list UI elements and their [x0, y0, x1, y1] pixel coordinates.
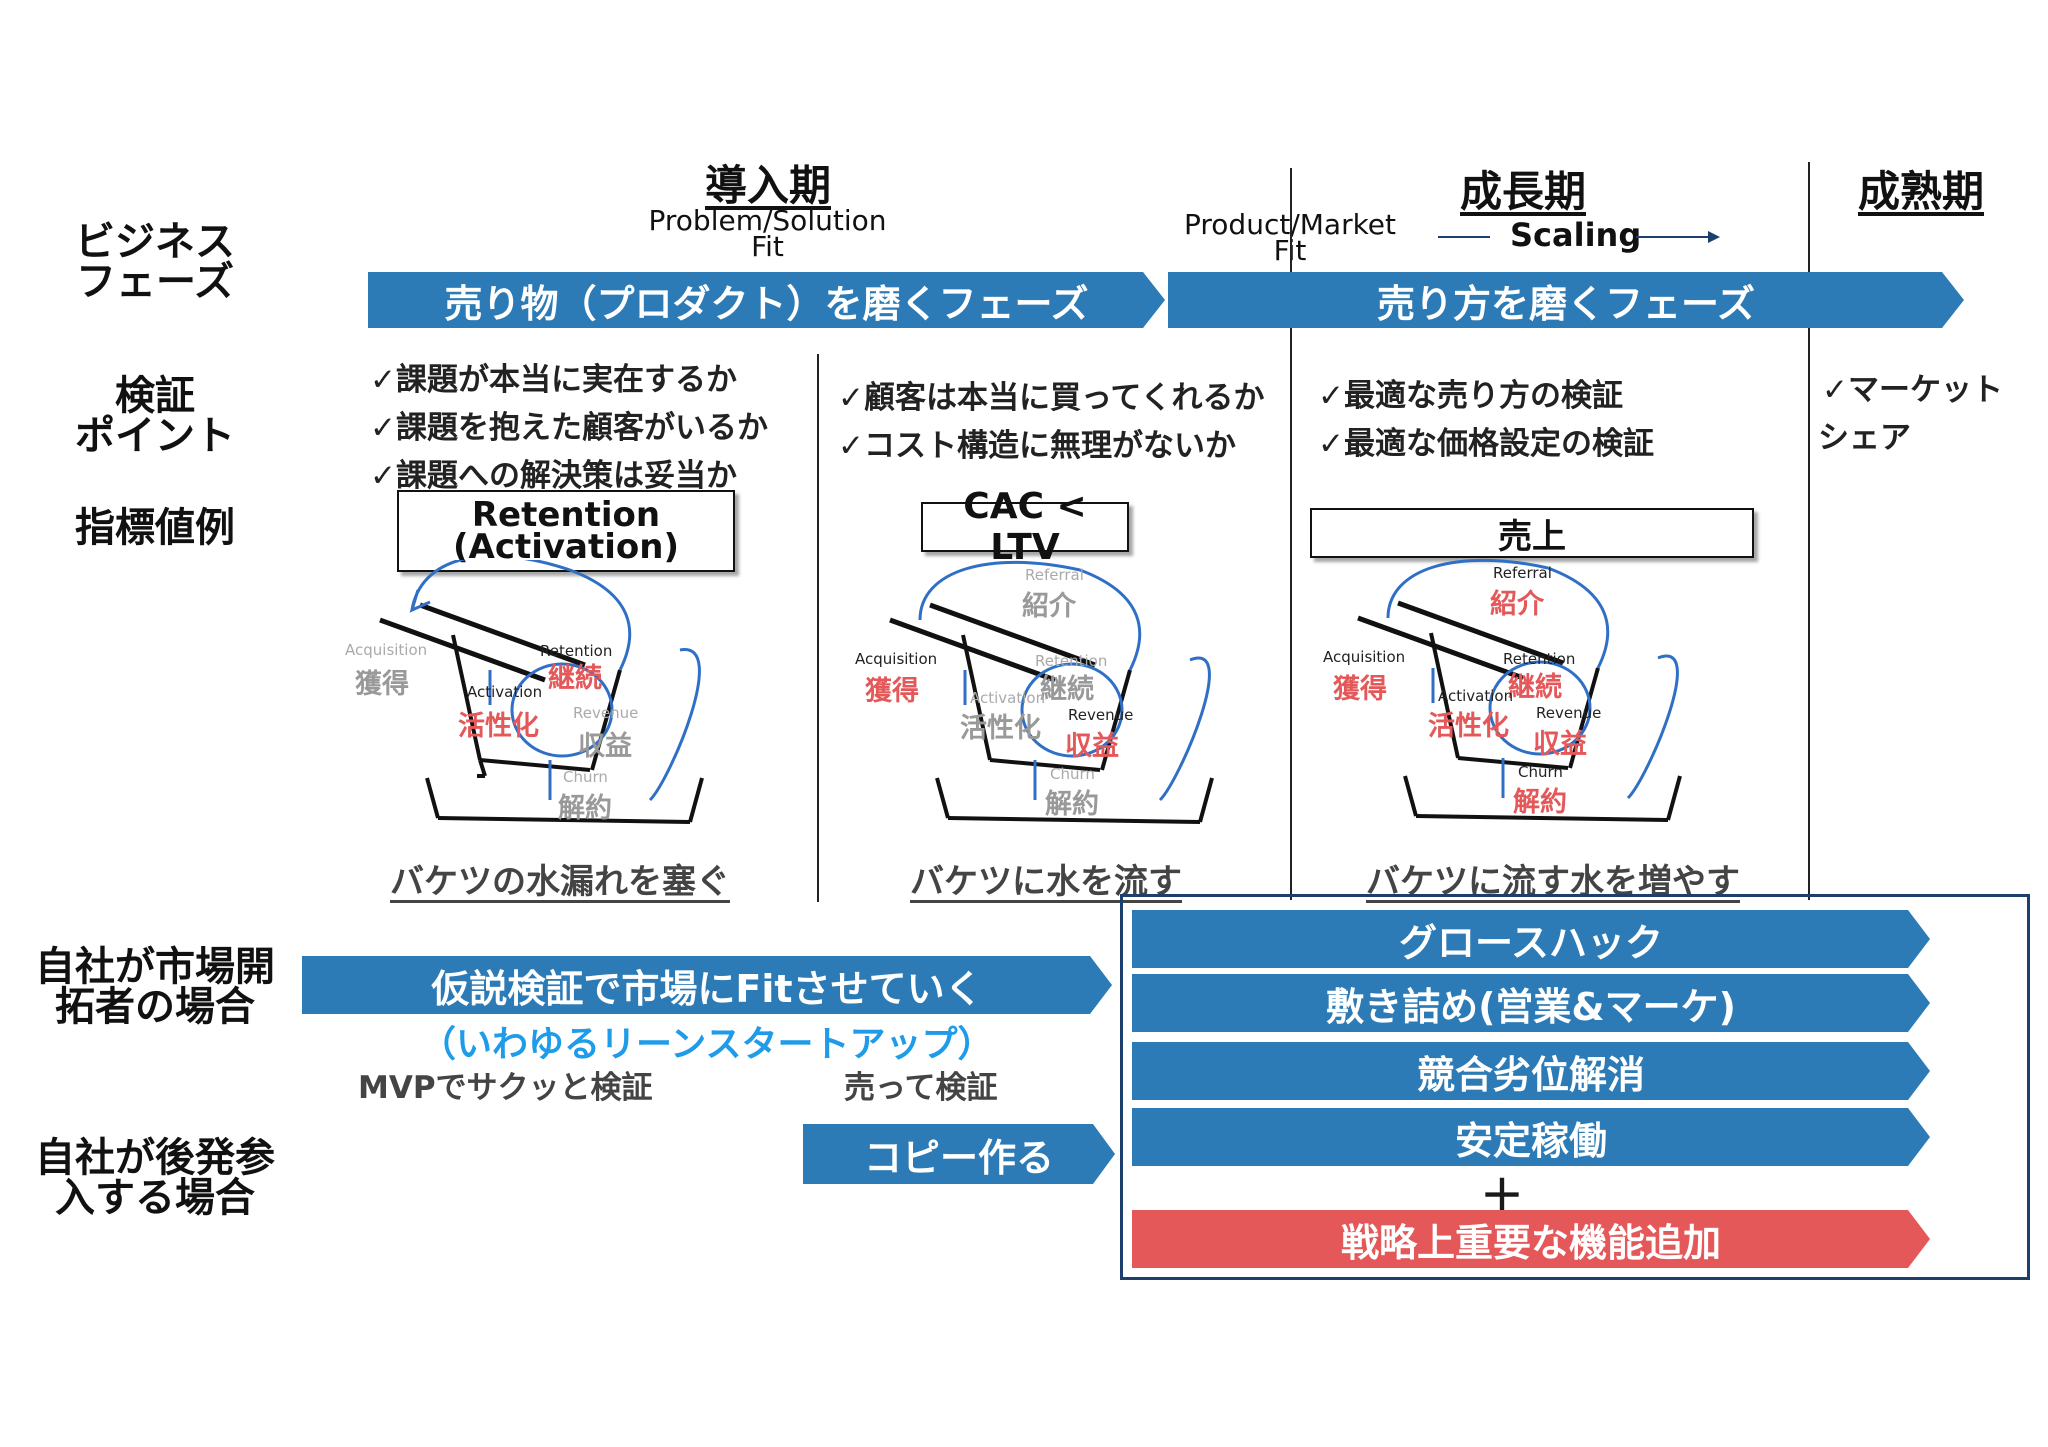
scaling-arrow — [1636, 231, 1720, 243]
b1-activation-en: Activation — [467, 683, 542, 701]
action-growth-hack: グロースハック — [1132, 910, 1930, 968]
check-col2-1: ✓顧客は本当に買ってくれるか — [838, 380, 1265, 416]
scaling-label: Scaling — [1510, 216, 1642, 254]
b3-churn-en: Churn — [1518, 763, 1563, 781]
bucket-diagram-3: Referral 紹介 Acquisition 獲得 Retention 継続 … — [1308, 558, 1708, 852]
b3-retention-en: Retention — [1503, 650, 1575, 668]
b3-revenue-jp: 収益 — [1533, 729, 1587, 760]
b2-referral-jp: 紹介 — [1022, 590, 1077, 622]
follower-arrow-copy: コピー作る — [803, 1124, 1115, 1184]
action-competitive-gap: 競合劣位解消 — [1132, 1042, 1930, 1100]
phase-mature-title: 成熟期 — [1858, 167, 1985, 216]
check-col2-2: ✓コスト構造に無理がないか — [838, 428, 1236, 464]
b3-retention-jp: 継続 — [1508, 671, 1562, 703]
check-col1-1: ✓課題が本当に実在するか — [370, 362, 737, 398]
growth-actions-frame — [1120, 894, 2030, 1280]
metric-box-sales: 売上 — [1310, 508, 1754, 558]
row-label-verification: 検証 ポイント — [75, 373, 235, 459]
check-col4-1: ✓マーケット — [1822, 372, 2003, 408]
b2-activation-en: Activation — [970, 689, 1045, 707]
b2-revenue-en: Revenue — [1068, 706, 1133, 724]
b2-churn-jp: 解約 — [1045, 788, 1099, 820]
b1-acquisition-jp: 獲得 — [355, 669, 409, 700]
action-blanket-coverage: 敷き詰め(営業&マーケ) — [1132, 974, 1930, 1032]
b2-retention-jp: 継続 — [1040, 673, 1094, 705]
b2-referral-en: Referral — [1025, 566, 1084, 584]
b3-activation-en: Activation — [1438, 687, 1513, 705]
pioneer-note-sell: 売って検証 — [844, 1070, 998, 1106]
b1-revenue-en: Revenue — [573, 704, 638, 722]
divider-pmf — [1290, 168, 1292, 900]
b2-acquisition-jp: 獲得 — [865, 676, 919, 707]
b2-retention-en: Retention — [1035, 652, 1107, 670]
b3-churn-jp: 解約 — [1513, 786, 1567, 818]
b2-activation-jp: 活性化 — [960, 713, 1041, 744]
divider-col1-col2 — [817, 354, 819, 902]
pioneer-subtitle: （いわゆるリーンスタートアップ） — [420, 1024, 994, 1065]
b2-revenue-jp: 収益 — [1065, 731, 1119, 762]
row-label-follower: 自社が後発参 入する場合 — [35, 1135, 275, 1221]
b1-churn-jp: 解約 — [558, 792, 612, 824]
b3-acquisition-en: Acquisition — [1323, 648, 1405, 666]
b1-revenue-jp: 収益 — [578, 731, 632, 762]
check-col1-2: ✓課題を抱えた顧客がいるか — [370, 410, 768, 446]
phase-arrow-sales: 売り方を磨くフェーズ — [1168, 272, 1964, 328]
b1-activation-jp: 活性化 — [458, 711, 539, 742]
b1-churn-en: Churn — [563, 768, 608, 786]
metric-box-retention: Retention (Activation) — [397, 490, 735, 572]
b1-retention-jp: 継続 — [548, 662, 602, 694]
b1-acquisition-en: Acquisition — [345, 641, 427, 659]
check-col1-3: ✓課題への解決策は妥当か — [370, 458, 737, 494]
phase-intro-title: 導入期 — [705, 161, 832, 210]
bucket-diagram-1: Acquisition 獲得 Retention 継続 Activation 活… — [330, 554, 730, 854]
b3-activation-jp: 活性化 — [1428, 711, 1509, 742]
b3-referral-jp: 紹介 — [1490, 588, 1545, 620]
b3-acquisition-jp: 獲得 — [1333, 674, 1387, 705]
row-label-metric: 指標値例 — [75, 505, 235, 551]
check-col3-1: ✓最適な売り方の検証 — [1318, 378, 1623, 414]
phase-growth-title: 成長期 — [1460, 167, 1587, 216]
row-label-pioneer: 自社が市場開 拓者の場合 — [35, 944, 275, 1030]
phase-arrow-product: 売り物（プロダクト）を磨くフェーズ — [368, 272, 1165, 328]
scaling-line-left — [1438, 236, 1490, 238]
row-label-business-phase: ビジネス フェーズ — [75, 219, 235, 305]
metric-box-cac-ltv: CAC < LTV — [921, 486, 1129, 568]
divider-mature — [1808, 162, 1810, 900]
b3-referral-en: Referral — [1493, 564, 1552, 582]
b1-retention-en: Retention — [540, 642, 612, 660]
action-stable-operation: 安定稼働 — [1132, 1108, 1930, 1166]
psf-label: Problem/Solution Fit — [648, 204, 887, 263]
check-col3-2: ✓最適な価格設定の検証 — [1318, 426, 1654, 462]
b3-revenue-en: Revenue — [1536, 704, 1601, 722]
bucket-diagram-2: Referral 紹介 Acquisition 獲得 Retention 継続 … — [840, 560, 1240, 854]
pioneer-note-mvp: MVPでサクッと検証 — [358, 1070, 653, 1106]
check-col4-2: シェア — [1818, 420, 1911, 456]
b2-acquisition-en: Acquisition — [855, 650, 937, 668]
caption-col1: バケツの水漏れを塞ぐ — [390, 862, 730, 902]
pioneer-arrow: 仮説検証で市場にFitさせていく — [302, 956, 1112, 1014]
action-strategic-feature: 戦略上重要な機能追加 — [1132, 1210, 1930, 1268]
b2-churn-en: Churn — [1050, 765, 1095, 783]
